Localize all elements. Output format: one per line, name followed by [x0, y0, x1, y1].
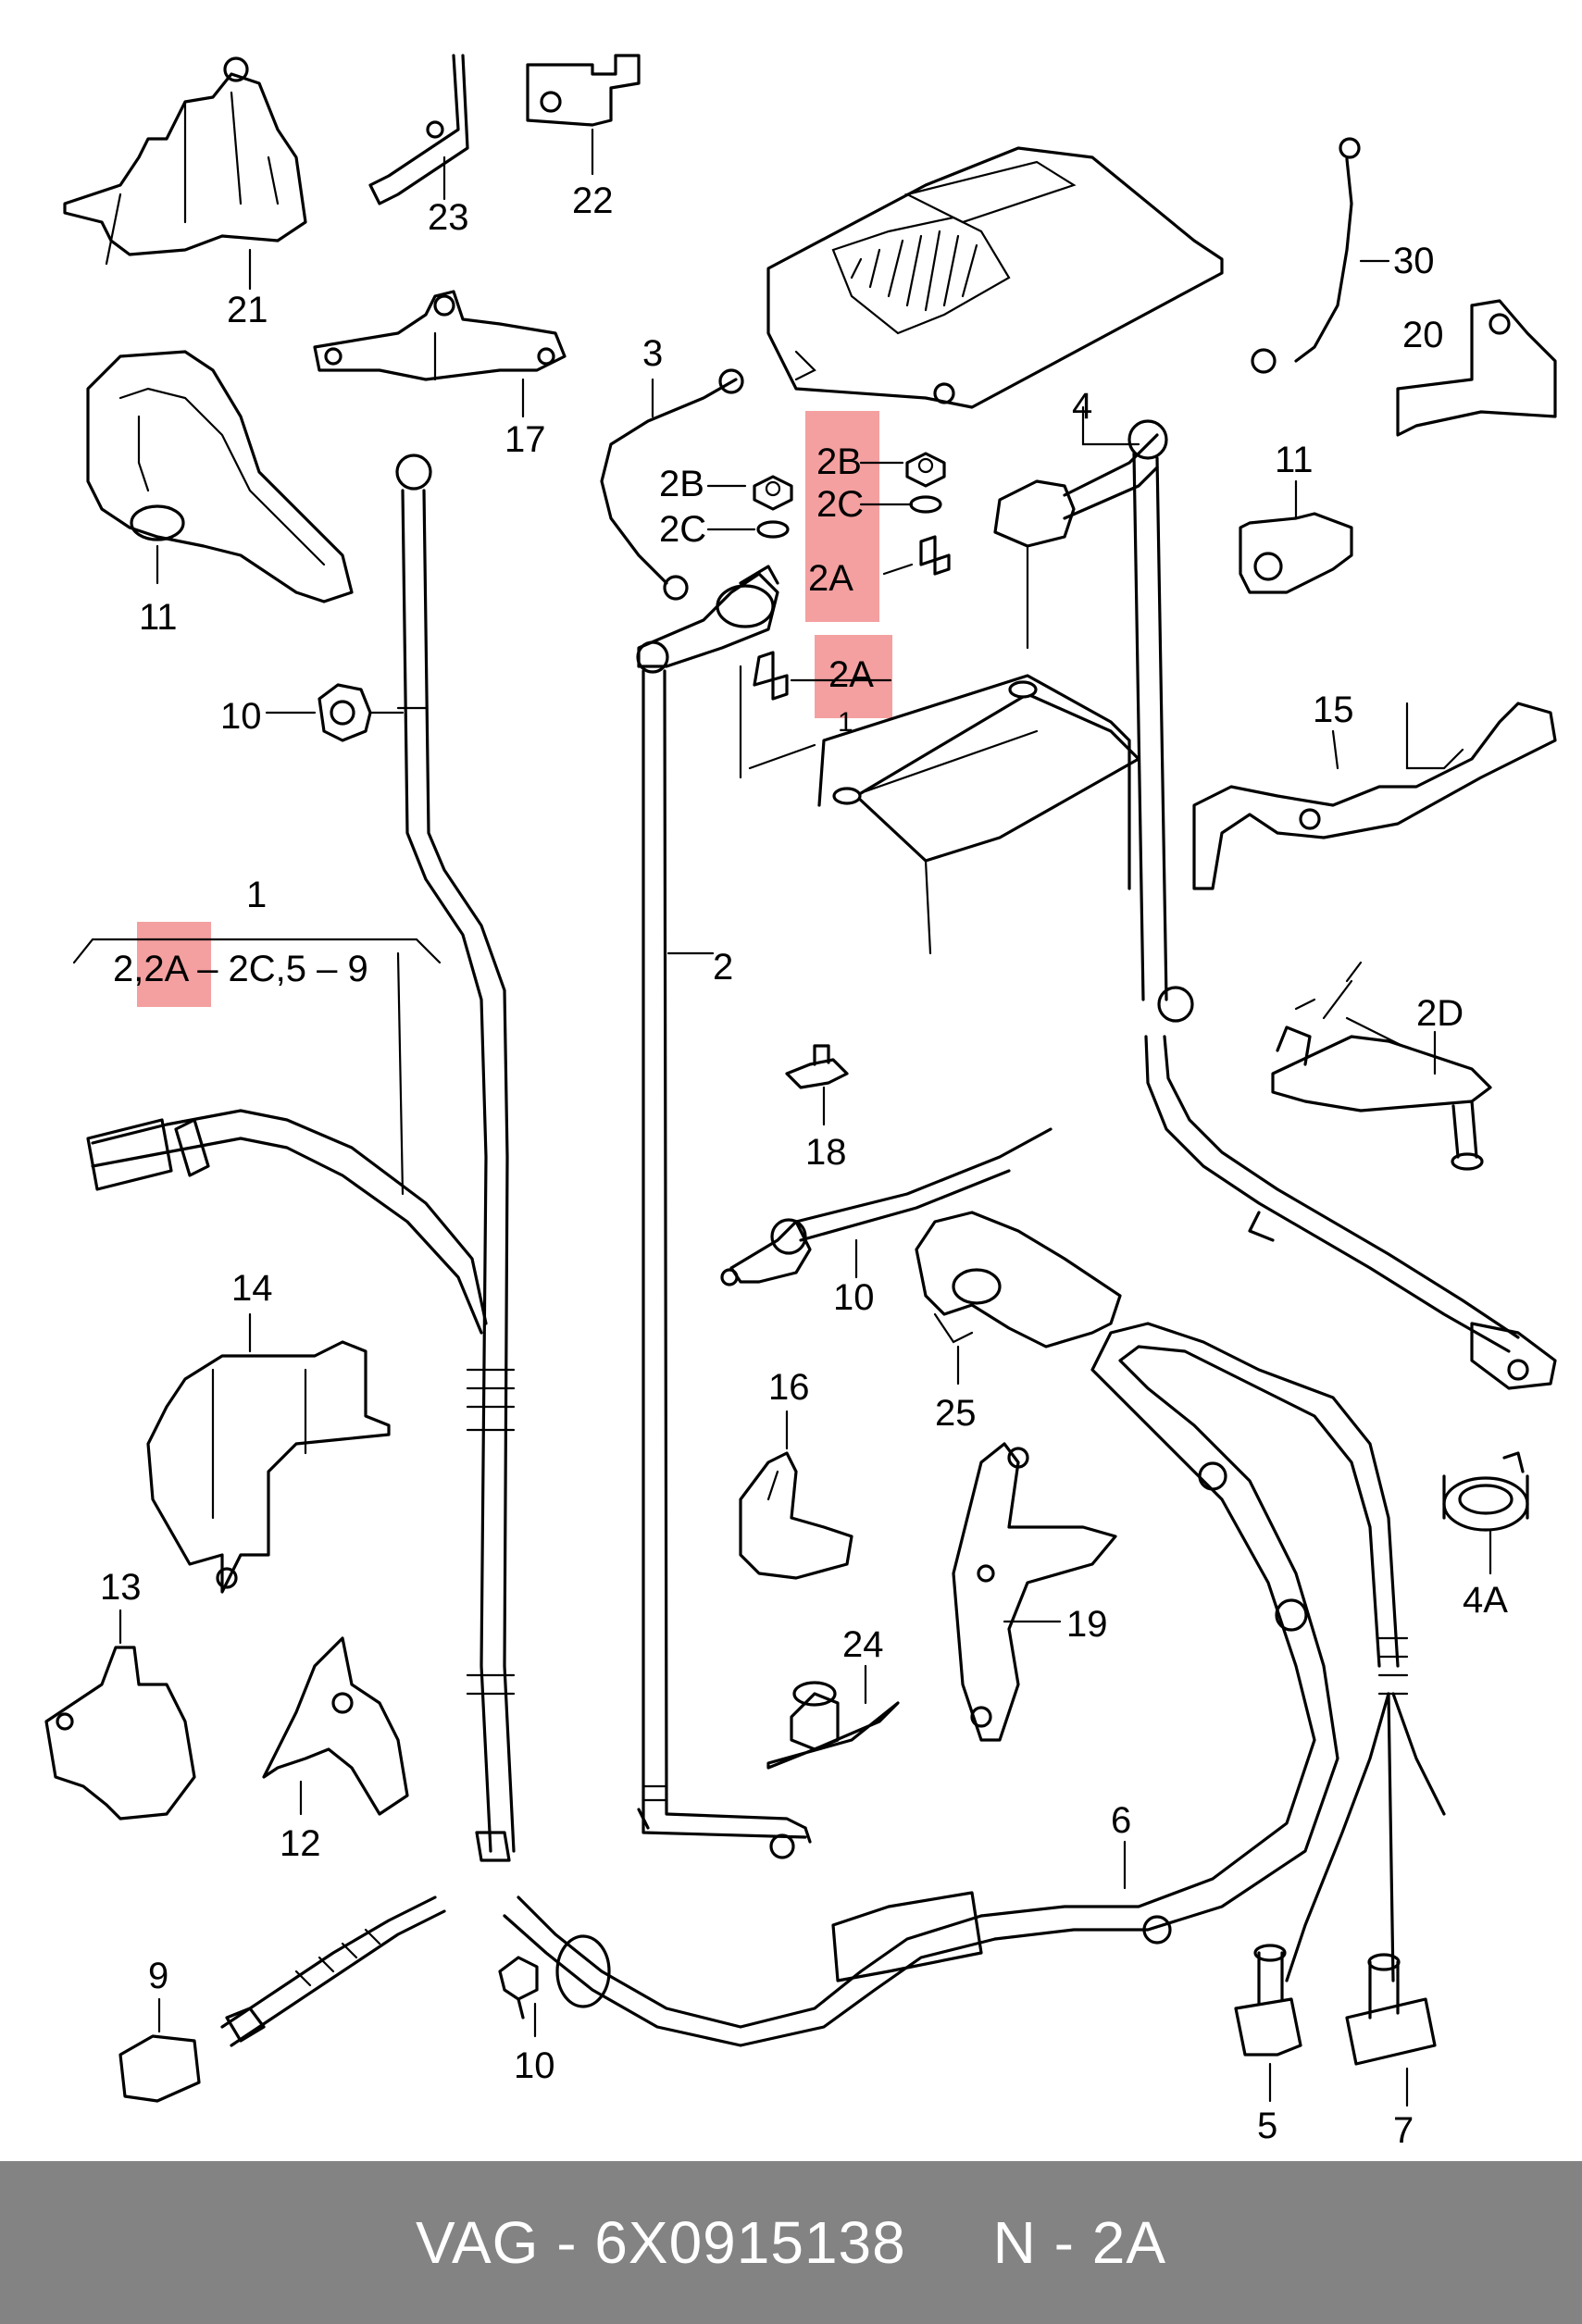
label-2A-1: 2A [808, 558, 853, 599]
battery-tray [766, 146, 1224, 409]
part-3-cable [600, 368, 744, 601]
label-4: 4 [1072, 386, 1092, 427]
part-2C-washer-2 [909, 495, 942, 514]
label-10-top: 10 [220, 696, 262, 737]
label-5: 5 [1257, 2106, 1277, 2146]
label-10-mid: 10 [833, 1277, 875, 1318]
part-2-cable [637, 669, 812, 1859]
part-15-bracket [1192, 702, 1557, 890]
part-21-bracket [63, 56, 307, 266]
label-18: 18 [805, 1132, 847, 1173]
highlight-2A-group [137, 922, 211, 1007]
part-10-stud-bottom [498, 1956, 539, 2020]
part-2-clamp [636, 565, 779, 674]
label-2D: 2D [1416, 993, 1464, 1034]
label-10-bottom: 10 [514, 2045, 555, 2086]
part-7-connector [1345, 1953, 1437, 2066]
label-16: 16 [768, 1367, 810, 1408]
part-13-bracket [44, 1646, 196, 1821]
label-2: 2 [713, 947, 733, 988]
label-25: 25 [935, 1393, 977, 1434]
part-11-clip [1239, 512, 1353, 594]
part-4A-ring [1442, 1451, 1529, 1532]
highlight-2A-mid [815, 635, 892, 718]
label-11-right: 11 [1275, 440, 1314, 480]
label-24: 24 [842, 1624, 884, 1665]
label-30: 30 [1393, 241, 1435, 281]
part-14-bracket [146, 1340, 391, 1594]
part-2C-washer-1 [756, 520, 790, 539]
part-2B-nut-1 [753, 475, 793, 511]
label-17: 17 [504, 419, 546, 460]
label-2B-2: 2B [816, 441, 862, 482]
part-2A-bolt-2 [753, 651, 789, 701]
part-23-strap [368, 54, 469, 205]
label-13: 13 [100, 1567, 142, 1608]
part-4-clamp [993, 419, 1168, 1001]
battery [817, 674, 1140, 955]
part-4-cable-lower [1144, 986, 1557, 1390]
part-24-stud [766, 1681, 900, 1770]
part-10-cable-tie [720, 1127, 1053, 1286]
part-6-cable [979, 1322, 1446, 1982]
part-30-cable [1251, 137, 1361, 374]
part-17-bracket [313, 290, 567, 381]
part-12-bracket [262, 1636, 409, 1816]
label-9: 9 [148, 1956, 168, 1996]
part-1-harness [86, 454, 997, 2047]
label-20: 20 [1402, 315, 1444, 355]
part-25-cover [915, 1211, 1122, 1348]
label-21: 21 [227, 290, 268, 330]
label-12: 12 [280, 1823, 321, 1864]
part-20-bracket [1396, 299, 1557, 437]
label-19: 19 [1066, 1604, 1108, 1645]
label-14: 14 [231, 1268, 273, 1309]
parts-diagram: 21 23 22 30 20 17 3 11 4 11 2B 2C 2B 2C … [44, 54, 1557, 2151]
part-18-clip [785, 1044, 849, 1089]
highlight-2A-top [805, 411, 879, 622]
label-1-group: 1 [246, 875, 267, 915]
label-1-top: 1 [838, 707, 853, 738]
label-2C-2: 2C [816, 484, 864, 525]
part-10-stud-top [318, 683, 405, 742]
part-5-connector [1234, 1944, 1302, 2057]
part-9-connector [118, 1895, 446, 2103]
part-16-clip [739, 1451, 853, 1580]
label-22: 22 [572, 180, 614, 221]
label-11-left: 11 [139, 597, 178, 638]
label-2A-2: 2A [828, 654, 874, 695]
label-3: 3 [642, 333, 663, 374]
part-19-bracket [952, 1442, 1117, 1742]
label-23: 23 [428, 197, 469, 238]
part-2D-plate [1271, 961, 1492, 1171]
label-7: 7 [1393, 2110, 1414, 2151]
label-2C-1: 2C [659, 509, 706, 550]
label-4A: 4A [1463, 1580, 1508, 1621]
part-11-cover [86, 350, 354, 603]
part-22-clip [526, 54, 641, 127]
footer-text: VAG - 6X0915138 N - 2A [416, 2209, 1166, 2276]
label-2B-1: 2B [659, 464, 704, 504]
label-15: 15 [1313, 690, 1354, 730]
part-2A-bolt-1 [919, 535, 951, 576]
label-group-parts: 2,2A – 2C,5 – 9 [113, 949, 368, 989]
part-2B-nut-2 [905, 452, 946, 488]
part-number-footer: VAG - 6X0915138 N - 2A [0, 2161, 1582, 2324]
label-6: 6 [1111, 1800, 1131, 1841]
